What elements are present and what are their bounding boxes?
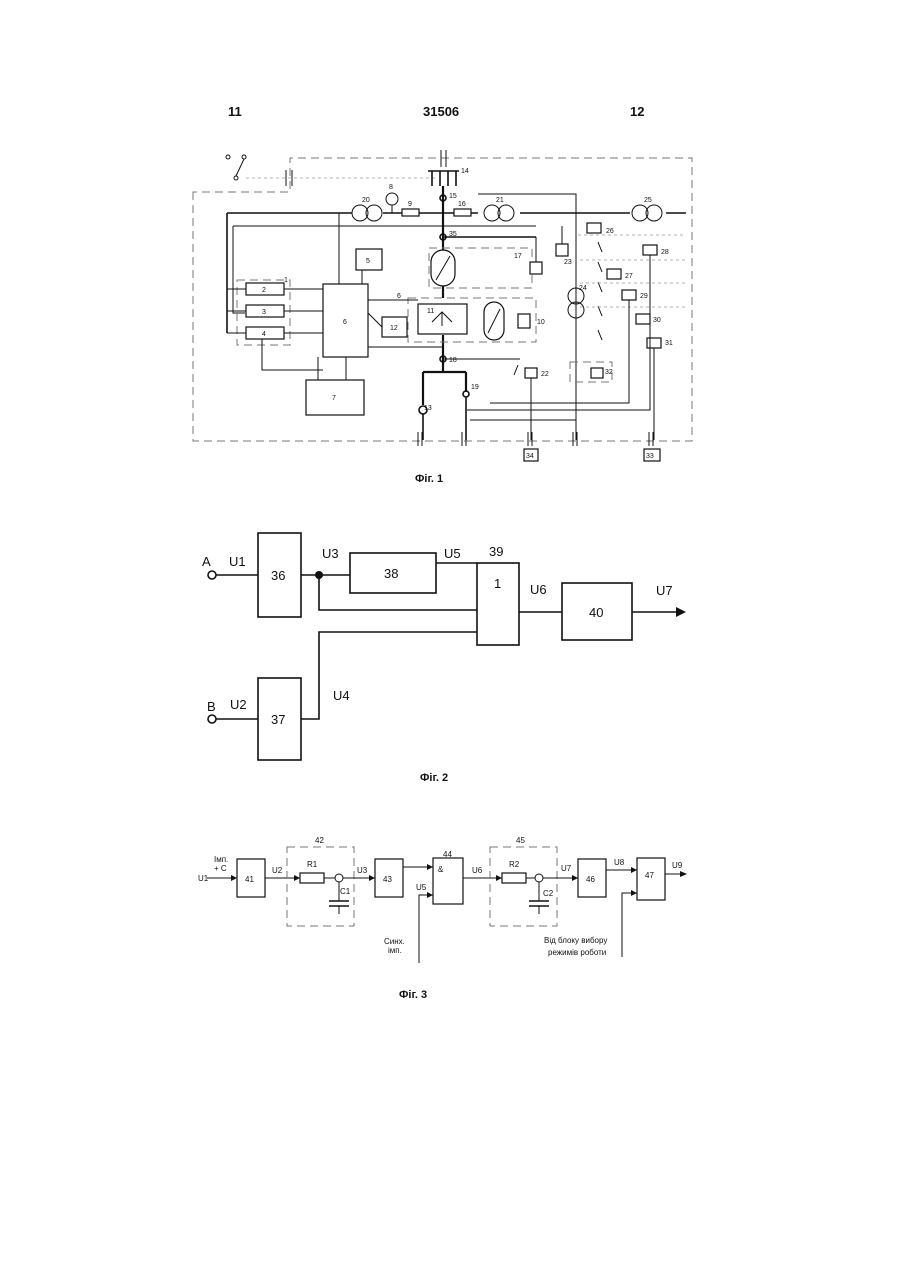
fig1-label-6b: 6: [397, 293, 401, 300]
fig1-label-6a: 6: [343, 319, 347, 326]
fig3-sync-line2: імп.: [388, 946, 402, 955]
fig1-label-4: 4: [262, 331, 266, 338]
figure-1-schematic: 1 2 3 4 5 6 6 7 8 9 10 11 12 13 14 15 16…: [193, 150, 692, 461]
fig1-label-19: 19: [471, 384, 479, 391]
fig3-block-46: 46: [586, 875, 595, 884]
figure-1-caption: Фіг. 1: [415, 473, 443, 485]
fig1-label-17: 17: [514, 253, 522, 260]
fig3-group-44: 44: [443, 850, 452, 859]
fig3-signal-u2: U2: [272, 866, 283, 875]
fig1-label-24: 24: [579, 285, 587, 292]
fig1-label-11: 11: [427, 308, 434, 315]
fig1-label-25: 25: [644, 197, 652, 204]
fig2-input-a: A: [202, 554, 211, 569]
fig3-block-and: &: [438, 865, 444, 874]
fig2-signal-u5: U5: [444, 546, 461, 561]
fig1-label-5: 5: [366, 258, 370, 265]
figure-2-caption: Фіг. 2: [420, 772, 448, 784]
fig1-label-20: 20: [362, 197, 370, 204]
fig1-label-33: 33: [646, 453, 654, 460]
fig3-signal-u5: U5: [416, 883, 427, 892]
fig2-signal-u7: U7: [656, 583, 673, 598]
fig3-mode-line2: режимів роботи: [548, 948, 606, 957]
fig1-label-8: 8: [389, 184, 393, 191]
fig3-signal-u9: U9: [672, 861, 683, 870]
fig1-label-15: 15: [449, 193, 457, 200]
fig3-input-c: + C: [214, 864, 227, 873]
fig1-label-7: 7: [332, 395, 336, 402]
fig3-signal-u1: U1: [198, 874, 209, 883]
fig1-label-34: 34: [526, 453, 534, 460]
fig3-group-45: 45: [516, 836, 525, 845]
fig3-mode-line1: Від блоку вибору: [544, 936, 607, 945]
fig3-block-47: 47: [645, 871, 654, 880]
fig1-label-27: 27: [625, 273, 633, 280]
fig2-signal-u3: U3: [322, 546, 339, 561]
figure-3-caption: Фіг. 3: [399, 989, 427, 1001]
fig1-label-13: 13: [424, 405, 432, 412]
fig3-block-43: 43: [383, 875, 392, 884]
fig2-signal-u6: U6: [530, 582, 547, 597]
fig3-c2: C2: [543, 889, 554, 898]
fig1-label-23: 23: [564, 259, 572, 266]
fig3-signal-u6: U6: [472, 866, 483, 875]
fig1-label-31: 31: [665, 340, 673, 347]
fig1-label-30: 30: [653, 317, 661, 324]
fig1-label-12: 12: [390, 325, 398, 332]
fig3-signal-u7: U7: [561, 864, 572, 873]
fig1-label-14: 14: [461, 168, 469, 175]
fig1-label-26: 26: [606, 228, 614, 235]
fig1-label-2: 2: [262, 287, 266, 294]
fig1-label-1: 1: [284, 277, 288, 284]
fig1-label-21: 21: [496, 197, 504, 204]
fig1-label-3: 3: [262, 309, 266, 316]
fig1-label-22: 22: [541, 371, 549, 378]
fig2-block-36: 36: [271, 568, 285, 583]
fig2-input-b: B: [207, 699, 216, 714]
fig1-label-32: 32: [605, 369, 613, 376]
fig3-r2: R2: [509, 860, 520, 869]
fig1-label-29: 29: [640, 293, 648, 300]
fig3-r1: R1: [307, 860, 318, 869]
fig2-block-40: 40: [589, 605, 603, 620]
fig2-block-37: 37: [271, 712, 285, 727]
fig3-signal-u3: U3: [357, 866, 368, 875]
fig1-label-9: 9: [408, 201, 412, 208]
fig1-label-10: 10: [537, 319, 545, 326]
fig3-signal-u8: U8: [614, 858, 625, 867]
figure-2-block-diagram: A B U1 U2 U3 U4 U5 U6 U7 36 37 38 1 40 3…: [202, 533, 686, 760]
fig3-block-41: 41: [245, 875, 254, 884]
fig2-block-1: 1: [494, 576, 501, 591]
figure-3-block-diagram: Імп. + C U1 U2 U3 U5 U6 U7 U8 U9 41 43 &…: [198, 836, 687, 963]
fig2-signal-u4: U4: [333, 688, 350, 703]
fig2-signal-u2: U2: [230, 697, 247, 712]
fig1-label-28: 28: [661, 249, 669, 256]
fig1-label-16: 16: [458, 201, 466, 208]
fig2-signal-u1: U1: [229, 554, 246, 569]
fig3-c1: C1: [340, 887, 351, 896]
fig3-sync-line1: Синх.: [384, 937, 405, 946]
fig1-label-18: 18: [449, 357, 457, 364]
fig1-label-35: 35: [449, 231, 457, 238]
fig3-group-42: 42: [315, 836, 324, 845]
fig2-label-39: 39: [489, 544, 503, 559]
fig2-block-38: 38: [384, 566, 398, 581]
fig3-input-imp: Імп.: [214, 855, 228, 864]
